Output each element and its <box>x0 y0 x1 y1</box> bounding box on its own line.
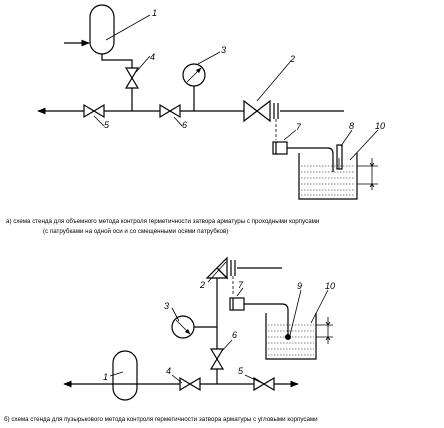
collector-7-a <box>272 141 334 172</box>
collector-7-b <box>229 297 289 334</box>
label-3-a: 3 <box>221 45 226 55</box>
label-10-b: 10 <box>325 281 335 291</box>
test-valve-2-a <box>243 99 271 123</box>
gas-cylinder-a <box>89 4 115 55</box>
angle-valve-2-b <box>205 256 282 280</box>
label-5-b: 5 <box>238 366 244 376</box>
valve-5-a <box>83 103 105 119</box>
label-2-b: 2 <box>199 280 205 290</box>
label-5-a: 5 <box>104 120 110 130</box>
leader-lines-a <box>93 14 379 161</box>
bubble-9 <box>285 334 291 340</box>
label-1-b: 1 <box>103 372 108 382</box>
gas-cylinder-b <box>112 350 138 401</box>
measuring-tube-8-a <box>336 144 343 170</box>
label-2-a: 2 <box>289 54 295 64</box>
label-9-b: 9 <box>297 281 302 291</box>
valve-6-a <box>159 103 181 119</box>
level-marks-10-b <box>316 317 333 344</box>
cylinder-outlet-pipe-a <box>101 54 133 68</box>
pressure-gauge-3-a <box>182 63 206 111</box>
label-7-b: 7 <box>238 280 244 290</box>
label-6-b: 6 <box>232 330 237 340</box>
label-3-b: 3 <box>164 301 169 311</box>
level-marks-10-a <box>357 158 378 190</box>
pressure-gauge-3-b <box>171 315 217 339</box>
valve-5-b <box>253 376 275 392</box>
valve-4-b <box>179 376 201 392</box>
label-4-b: 4 <box>166 366 171 376</box>
diagram-a: 1 4 3 2 5 6 7 8 10 <box>37 4 385 200</box>
label-4-a: 4 <box>150 52 155 62</box>
caption-a-line1: а) схема стенда для объемного метода кон… <box>6 218 320 225</box>
label-7-a: 7 <box>296 122 302 132</box>
caption-a-line2: (с патрубками на одной оси и со смещенны… <box>43 228 228 235</box>
label-6-a: 6 <box>182 120 187 130</box>
label-10-a: 10 <box>375 121 385 131</box>
label-1-a: 1 <box>152 8 157 18</box>
water-tank-a <box>298 153 358 200</box>
diagram-b: 2 3 7 6 9 10 1 4 5 <box>63 256 335 401</box>
label-8-a: 8 <box>349 121 354 131</box>
water-tank-b <box>265 313 317 360</box>
leader-lines-b <box>109 261 329 384</box>
valve-4-a <box>124 67 140 89</box>
caption-b-line1: б) схема стенда для пузырькового метода … <box>4 416 318 423</box>
